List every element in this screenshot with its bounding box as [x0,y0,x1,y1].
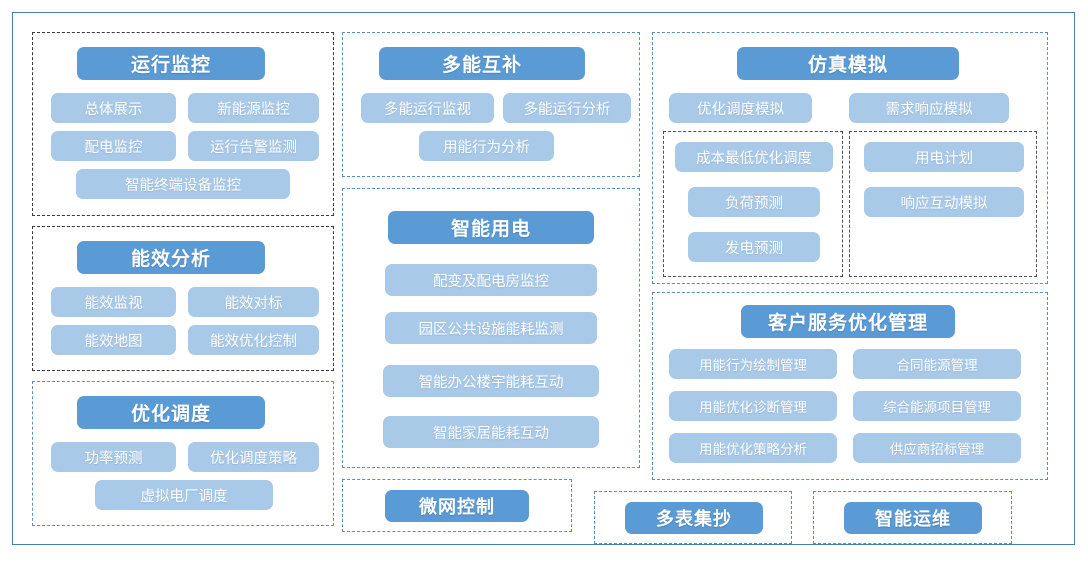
item-park-public-facility-energy-monitoring[interactable]: 园区公共设施能耗监测 [385,312,597,344]
item-optimized-dispatch-simulation[interactable]: 优化调度模拟 [669,93,812,123]
group-customer-service-optimization[interactable]: 客户服务优化管理 用能行为绘制管理 合同能源管理 用能优化诊断管理 综合能源项目… [652,292,1048,480]
item-load-forecast[interactable]: 负荷预测 [688,187,820,217]
group-header-multi-energy-complementarity[interactable]: 多能互补 [379,47,585,80]
item-lowest-cost-optimized-dispatch[interactable]: 成本最低优化调度 [675,142,833,172]
item-energy-optimization-diagnosis-management[interactable]: 用能优化诊断管理 [669,391,837,421]
group-smart-operation-maintenance[interactable]: 智能运维 [813,491,1012,544]
item-supplier-bidding-management[interactable]: 供应商招标管理 [853,433,1021,463]
item-integrated-energy-project-management[interactable]: 综合能源项目管理 [853,391,1021,421]
group-optimized-dispatch[interactable]: 优化调度 功率预测 优化调度策略 虚拟电厂调度 [32,381,334,526]
group-header-optimized-dispatch[interactable]: 优化调度 [77,396,265,429]
item-operation-alarm-monitoring[interactable]: 运行告警监测 [188,131,319,161]
item-smart-home-energy-interaction[interactable]: 智能家居能耗互动 [383,416,599,448]
item-contract-energy-management[interactable]: 合同能源管理 [853,349,1021,379]
subgroup-simulation-demand-response[interactable]: 用电计划 响应互动模拟 [849,131,1037,277]
item-demand-response-simulation[interactable]: 需求响应模拟 [849,93,1009,123]
group-smart-electricity-use[interactable]: 智能用电 配变及配电房监控 园区公共设施能耗监测 智能办公楼宇能耗互动 智能家居… [342,188,640,468]
group-multi-energy-complementarity[interactable]: 多能互补 多能运行监视 多能运行分析 用能行为分析 [342,32,640,177]
group-simulation[interactable]: 仿真模拟 优化调度模拟 需求响应模拟 成本最低优化调度 负荷预测 发电预测 用电… [652,32,1048,284]
item-optimized-dispatch-strategy[interactable]: 优化调度策略 [188,442,319,472]
group-energy-efficiency-analysis[interactable]: 能效分析 能效监视 能效对标 能效地图 能效优化控制 [32,226,334,371]
group-microgrid-control[interactable]: 微网控制 [342,479,572,532]
column-right: 仿真模拟 优化调度模拟 需求响应模拟 成本最低优化调度 负荷预测 发电预测 用电… [594,24,1052,544]
item-distribution-monitoring[interactable]: 配电监控 [51,131,176,161]
group-header-simulation[interactable]: 仿真模拟 [737,47,959,80]
item-generation-forecast[interactable]: 发电预测 [688,232,820,262]
group-header-operation-monitoring[interactable]: 运行监控 [77,47,265,80]
column-left: 运行监控 总体展示 新能源监控 配电监控 运行告警监测 智能终端设备监控 能效分… [24,24,336,534]
item-response-interaction-simulation[interactable]: 响应互动模拟 [864,187,1024,217]
item-smart-terminal-device-monitoring[interactable]: 智能终端设备监控 [76,169,290,199]
group-header-energy-efficiency-analysis[interactable]: 能效分析 [77,241,265,274]
group-header-customer-service-optimization[interactable]: 客户服务优化管理 [741,305,955,338]
column-middle: 多能互补 多能运行监视 多能运行分析 用能行为分析 智能用电 配变及配电房监控 … [342,24,646,534]
group-header-smart-operation-maintenance[interactable]: 智能运维 [844,502,982,534]
item-efficiency-map[interactable]: 能效地图 [51,325,176,355]
group-operation-monitoring[interactable]: 运行监控 总体展示 新能源监控 配电监控 运行告警监测 智能终端设备监控 [32,32,334,216]
item-efficiency-benchmarking[interactable]: 能效对标 [188,287,319,317]
group-multi-meter-reading[interactable]: 多表集抄 [594,491,792,544]
item-transformer-and-substation-monitoring[interactable]: 配变及配电房监控 [385,264,597,296]
group-header-smart-electricity-use[interactable]: 智能用电 [388,211,594,244]
item-efficiency-monitoring[interactable]: 能效监视 [51,287,176,317]
group-header-multi-meter-reading[interactable]: 多表集抄 [625,502,763,534]
item-power-forecast[interactable]: 功率预测 [51,442,176,472]
item-multi-energy-operation-monitoring[interactable]: 多能运行监视 [361,93,494,123]
group-header-microgrid-control[interactable]: 微网控制 [385,490,529,522]
item-electricity-use-plan[interactable]: 用电计划 [864,142,1024,172]
item-virtual-power-plant-dispatch[interactable]: 虚拟电厂调度 [95,480,273,510]
item-energy-optimization-strategy-analysis[interactable]: 用能优化策略分析 [669,433,837,463]
item-efficiency-optimization-control[interactable]: 能效优化控制 [188,325,319,355]
item-new-energy-monitoring[interactable]: 新能源监控 [188,93,319,123]
diagram-outer-frame [12,12,1075,545]
item-energy-behavior-mapping-management[interactable]: 用能行为绘制管理 [669,349,837,379]
item-energy-use-behavior-analysis[interactable]: 用能行为分析 [419,131,554,161]
item-smart-office-building-energy-interaction[interactable]: 智能办公楼宇能耗互动 [383,365,599,397]
item-overall-display[interactable]: 总体展示 [51,93,176,123]
subgroup-simulation-dispatch[interactable]: 成本最低优化调度 负荷预测 发电预测 [663,131,843,277]
item-multi-energy-operation-analysis[interactable]: 多能运行分析 [503,93,631,123]
